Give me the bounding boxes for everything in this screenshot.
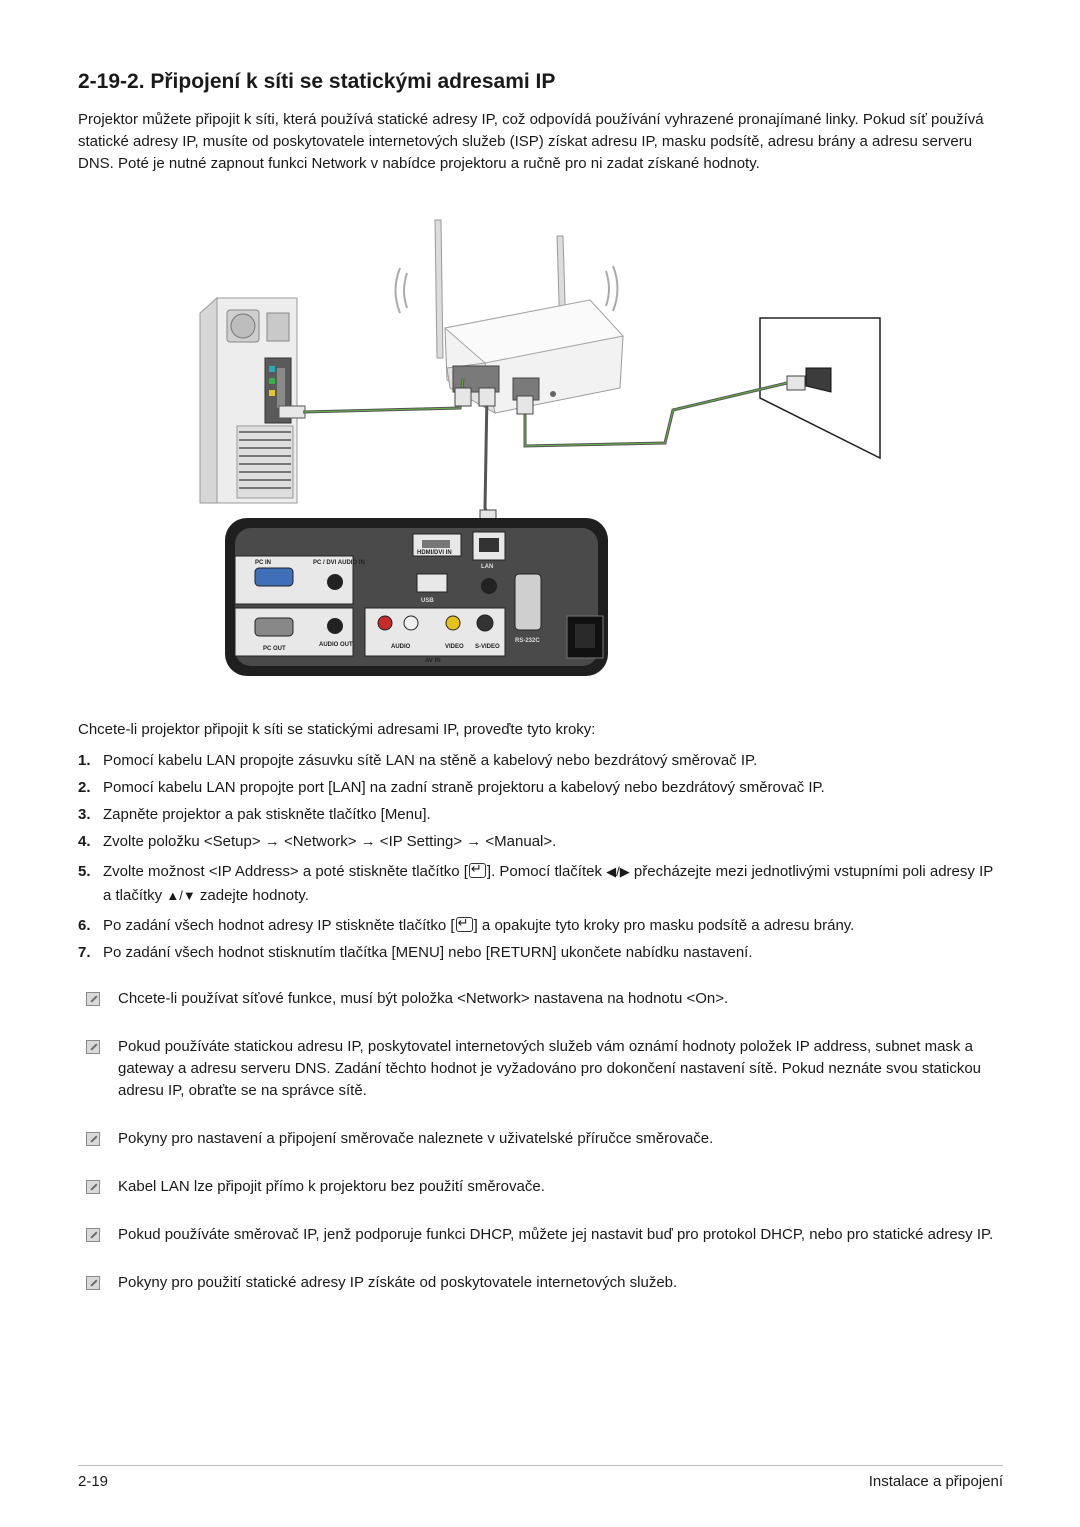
- step-2: 2.Pomocí kabelu LAN propojte port [LAN] …: [78, 779, 825, 796]
- note-item: Pokyny pro použití statické adresy IP zí…: [78, 1272, 1003, 1294]
- note-icon: [86, 1228, 100, 1242]
- pc-tower: [199, 296, 306, 504]
- note-item: Kabel LAN lze připojit přímo k projektor…: [78, 1176, 1003, 1198]
- label-hdmi: HDMI/DVI IN: [417, 550, 452, 556]
- label-audio-out: AUDIO OUT: [319, 642, 353, 648]
- section-heading: 2-19-2. Připojení k síti se statickými a…: [78, 70, 556, 93]
- footer-divider: [78, 1465, 1003, 1466]
- step-1: 1.Pomocí kabelu LAN propojte zásuvku sít…: [78, 752, 758, 769]
- step-7: 7.Po zadání všech hodnot stisknutím tlač…: [78, 944, 753, 961]
- lan-cables: [302, 377, 788, 531]
- label-s-video: S-VIDEO: [475, 644, 500, 650]
- enter-key-icon: [468, 860, 486, 878]
- steps-list: 1.Pomocí kabelu LAN propojte zásuvku sít…: [78, 749, 1003, 968]
- up-down-arrows-icon: ▲/▼: [166, 888, 196, 903]
- step-5: 5.Zvolte možnost <IP Address> a poté sti…: [78, 860, 1003, 908]
- wireless-router: [394, 219, 624, 414]
- label-usb: USB: [421, 598, 434, 604]
- step-6: 6.Po zadání všech hodnot adresy IP stisk…: [78, 914, 1003, 938]
- note-item: Pokud používáte statickou adresu IP, pos…: [78, 1036, 1003, 1102]
- note-item: Chcete-li používat síťové funkce, musí b…: [78, 988, 1003, 1010]
- note-icon: [86, 1132, 100, 1146]
- network-connection-figure: PC IN PC / DVI AUDIO IN HDMI/DVI IN LAN …: [199, 219, 881, 676]
- label-av-in: AV IN: [425, 658, 441, 664]
- lan-wall-socket: [759, 317, 881, 460]
- footer-section-title: Instalace a připojení: [868, 1473, 1003, 1490]
- footer-page-number: 2-19: [78, 1473, 109, 1490]
- steps-lead: Chcete-li projektor připojit k síti se s…: [78, 721, 596, 738]
- enter-key-icon: [455, 914, 473, 932]
- note-icon: [86, 992, 100, 1006]
- note-icon: [86, 1276, 100, 1290]
- step-4: 4.Zvolte položku <Setup> → <Network> → <…: [78, 833, 557, 850]
- note-icon: [86, 1040, 100, 1054]
- label-audio: AUDIO: [391, 644, 411, 650]
- label-rs232c: RS-232C: [515, 638, 540, 644]
- intro-paragraph: Projektor můžete připojit k síti, která …: [78, 111, 984, 172]
- note-item: Pokyny pro nastavení a připojení směrova…: [78, 1128, 1003, 1150]
- note-item: Pokud používáte směrovač IP, jenž podpor…: [78, 1224, 1003, 1246]
- note-icon: [86, 1180, 100, 1194]
- label-video: VIDEO: [445, 644, 464, 650]
- notes-list: Chcete-li používat síťové funkce, musí b…: [78, 988, 1003, 1294]
- label-lan: LAN: [481, 564, 493, 570]
- label-pc-out: PC OUT: [263, 646, 286, 652]
- projector-rear-panel: PC IN PC / DVI AUDIO IN HDMI/DVI IN LAN …: [225, 518, 608, 676]
- step-3: 3.Zapněte projektor a pak stiskněte tlač…: [78, 806, 431, 823]
- label-pc-dvi-audio: PC / DVI AUDIO IN: [313, 560, 365, 566]
- label-pc-in: PC IN: [255, 560, 271, 566]
- left-right-arrows-icon: ◀/▶: [606, 864, 630, 879]
